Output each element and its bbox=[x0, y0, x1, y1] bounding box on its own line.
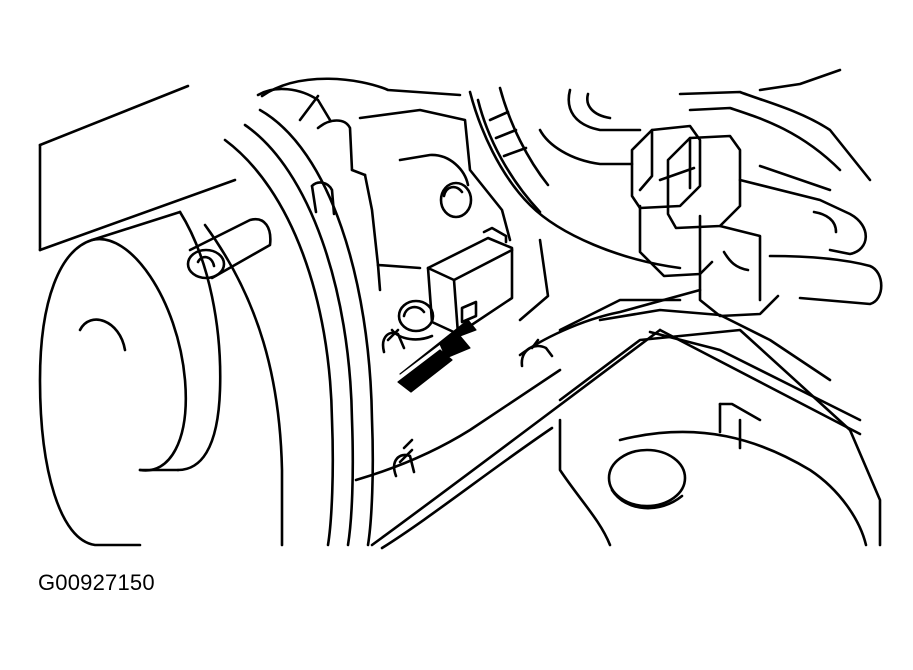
lower-left-bolt bbox=[381, 328, 406, 354]
upper-panel-edge bbox=[38, 84, 237, 252]
round-port bbox=[607, 448, 687, 510]
sensor-module bbox=[426, 226, 514, 336]
flange-rib-bolt bbox=[310, 181, 336, 216]
upper-hoses bbox=[538, 68, 883, 306]
lower-right-casting bbox=[558, 328, 882, 547]
pointer-arrow bbox=[397, 319, 477, 393]
housing-flange bbox=[203, 87, 375, 547]
wiring-harness bbox=[468, 86, 682, 270]
manifold-bolt bbox=[520, 338, 554, 368]
engine-component-illustration bbox=[38, 68, 883, 550]
casting-bolt bbox=[439, 181, 473, 219]
engine-casting bbox=[260, 77, 512, 292]
throttle-body-housing bbox=[38, 210, 222, 547]
electrical-connectors bbox=[630, 124, 780, 318]
flange-bolt bbox=[186, 217, 272, 280]
figure-id-code: G00927150 bbox=[38, 570, 155, 595]
lower-flange-bolt bbox=[392, 438, 416, 478]
